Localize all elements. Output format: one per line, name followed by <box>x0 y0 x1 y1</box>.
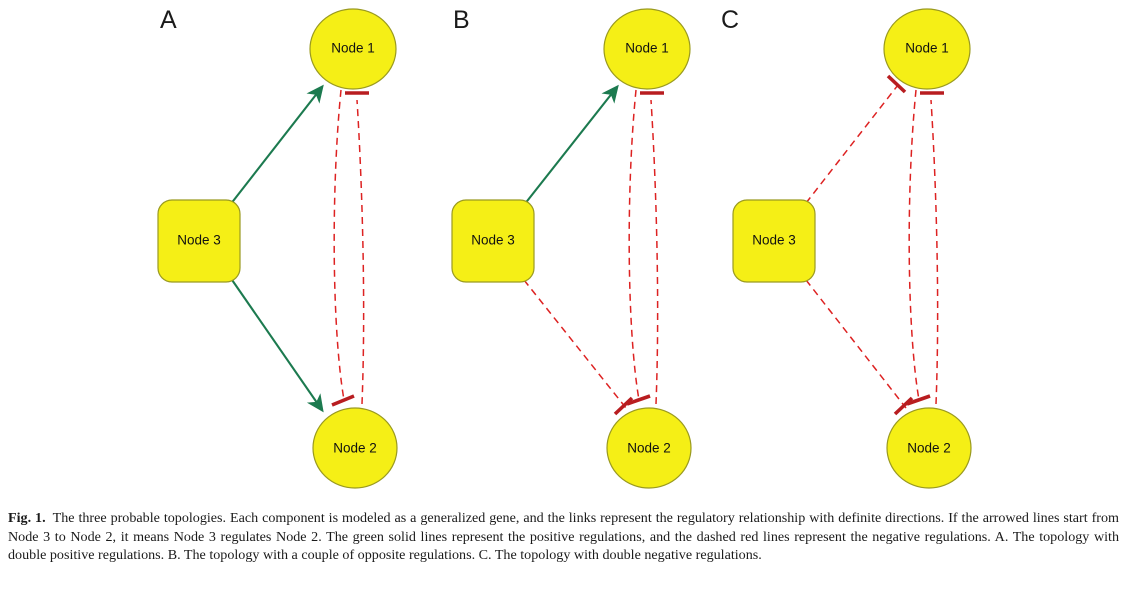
panel-c-nodes: Node 1 Node 2 Node 3 <box>732 8 972 489</box>
panel-a-label: A <box>160 6 177 34</box>
node-b-node1[interactable] <box>603 8 691 90</box>
node-b-node3[interactable] <box>451 199 535 283</box>
tee-c-node3-at-node2 <box>893 396 914 416</box>
panel-b-nodes: Node 1 Node 2 Node 3 <box>451 8 692 489</box>
node-c-node2-label: Node 2 <box>907 441 951 456</box>
edge-a-node3-node1-positive <box>229 84 324 206</box>
panel-b: B Node 1 Node 2 Node 3 <box>451 6 692 489</box>
panel-b-edges <box>523 84 664 416</box>
node-c-node2[interactable] <box>886 407 972 489</box>
node-c-node1-label: Node 1 <box>905 41 949 56</box>
node-a-node3-label: Node 3 <box>177 233 221 248</box>
panel-c-edges <box>805 74 944 416</box>
panel-b-label: B <box>453 6 470 34</box>
panel-a: A Node 1 Node 2 Node 3 <box>157 6 398 489</box>
panel-a-nodes: Node 1 Node 2 Node 3 <box>157 8 398 489</box>
edge-c-node1-node2-negative <box>908 89 920 401</box>
node-c-node3[interactable] <box>732 199 816 283</box>
edge-b-node1-node2-negative <box>628 89 640 401</box>
edge-a-node1-node2-negative <box>333 89 345 401</box>
figure-area: A Node 1 Node 2 Node 3 B <box>157 6 972 489</box>
node-c-node1[interactable] <box>883 8 971 90</box>
tee-c-node3-at-node1 <box>886 74 907 94</box>
edge-b-node3-node1-positive <box>523 84 619 206</box>
edge-c-node3-node1-negative <box>805 84 899 204</box>
figure-caption-text: The three probable topologies. Each comp… <box>8 510 1119 564</box>
node-b-node3-label: Node 3 <box>471 233 515 248</box>
panel-c: C Node 1 Node 2 Node 3 <box>721 6 972 489</box>
tee-a-at-node2 <box>331 394 355 407</box>
edge-c-node2-node1-negative <box>930 99 939 405</box>
tee-c-at-node2 <box>906 394 931 406</box>
node-b-node2-label: Node 2 <box>627 441 671 456</box>
node-a-node2-label: Node 2 <box>333 441 377 456</box>
figure-caption: Fig. 1.The three probable topologies. Ea… <box>8 509 1119 565</box>
node-b-node1-label: Node 1 <box>625 41 669 56</box>
tee-b-at-node2 <box>626 394 651 406</box>
tee-b-node3-at-node2 <box>613 396 634 416</box>
edge-c-node3-node2-negative <box>805 279 907 409</box>
edge-b-node2-node1-negative <box>650 99 659 405</box>
node-a-node2[interactable] <box>312 407 398 489</box>
node-a-node3[interactable] <box>157 199 241 283</box>
node-b-node2[interactable] <box>606 407 692 489</box>
node-c-node3-label: Node 3 <box>752 233 796 248</box>
edge-b-node3-node2-negative <box>523 279 627 409</box>
panel-c-label: C <box>721 6 739 34</box>
node-a-node1-label: Node 1 <box>331 41 375 56</box>
topology-diagram: A Node 1 Node 2 Node 3 B <box>157 6 972 489</box>
edge-a-node2-node1-negative <box>356 99 365 405</box>
node-a-node1[interactable] <box>309 8 397 90</box>
edge-a-node3-node2-positive <box>229 276 324 413</box>
figure-number: Fig. 1. <box>8 510 46 526</box>
panel-a-edges <box>229 84 369 413</box>
